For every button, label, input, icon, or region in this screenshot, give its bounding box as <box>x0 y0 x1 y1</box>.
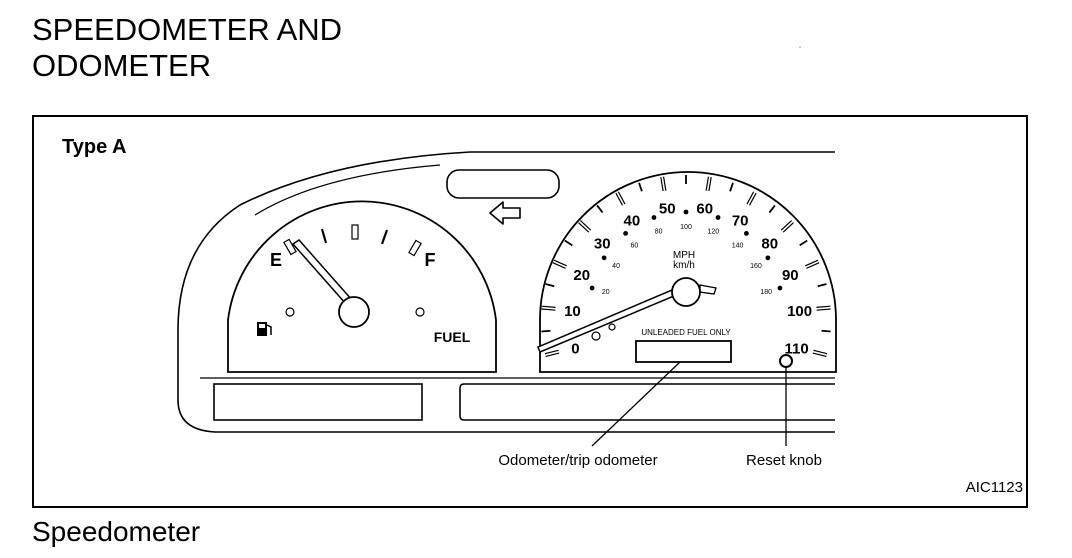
lower-right-panel <box>459 383 835 421</box>
kmh-tick-label: 40 <box>612 263 620 270</box>
speedometer-kmh-labels: 20 40 60 80 100 120 140 160 180 <box>589 209 783 296</box>
fuel-gauge-label: FUEL <box>434 329 471 345</box>
kmh-dot <box>601 255 607 261</box>
mph-tick-label: 80 <box>761 236 778 253</box>
mph-tick-label: 110 <box>785 341 809 358</box>
speedometer-face <box>539 171 837 373</box>
page-title-line2: ODOMETER <box>32 48 212 83</box>
speedometer-major-tick-fill <box>816 306 831 310</box>
speedometer-minor-tick <box>768 204 776 214</box>
kmh-tick-label: 180 <box>760 289 772 296</box>
mph-tick-label: 90 <box>782 267 799 284</box>
speedometer-minor-tick <box>541 329 551 333</box>
speedometer-major-tick-fill <box>545 350 560 356</box>
kmh-tick-label: 120 <box>708 229 720 236</box>
fuel-notice-label: UNLEADED FUEL ONLY <box>641 328 731 337</box>
odometer-leader-line <box>591 361 681 447</box>
speedometer-major-tick-fill <box>805 260 819 268</box>
speedometer-lamp-right <box>608 323 616 331</box>
page-title-line1: SPEEDOMETER AND <box>32 12 343 47</box>
reset-knob <box>779 354 793 368</box>
speedometer-minor-tick <box>545 283 555 288</box>
lower-left-panel <box>213 383 423 421</box>
mph-tick-label: 40 <box>623 213 640 230</box>
kmh-tick-label: 20 <box>602 289 610 296</box>
speedometer-needle-hub <box>671 277 701 307</box>
kmh-dot <box>744 230 749 236</box>
type-label: Type A <box>62 136 126 158</box>
fuel-needle-hub <box>338 296 370 328</box>
odometer-display <box>635 340 732 363</box>
mph-tick-label: 0 <box>571 341 579 358</box>
indicator-window <box>446 169 560 199</box>
left-arrow-icon <box>489 201 521 225</box>
kmh-tick-label: 100 <box>680 224 692 231</box>
mph-tick-label: 50 <box>659 201 676 218</box>
mph-tick-label: 20 <box>573 267 590 284</box>
speedometer-major-tick-fill <box>616 192 625 206</box>
kmh-dot <box>623 230 628 236</box>
speedometer-major-tick-fill <box>812 350 827 356</box>
kmh-dot <box>683 209 689 215</box>
speedometer-ticks <box>541 175 831 358</box>
speedometer-minor-tick <box>729 182 734 192</box>
kmh-tick-label: 140 <box>732 242 744 249</box>
speedometer-major-tick-fill <box>541 306 556 310</box>
mph-tick-label: 60 <box>696 201 713 218</box>
reset-knob-callout-label: Reset knob <box>746 452 822 469</box>
speedometer-major-tick-fill <box>747 192 756 206</box>
speedometer-major-tick-fill <box>553 260 567 268</box>
figure-code: AIC1123 <box>966 479 1023 496</box>
speedometer-major-tick-fill <box>781 221 794 232</box>
fuel-gauge-ticks <box>283 224 422 257</box>
speedometer-minor-tick <box>564 239 573 247</box>
speedometer-minor-tick <box>821 329 831 333</box>
mph-tick-label: 70 <box>732 213 749 230</box>
cluster-inner-edge <box>254 164 441 216</box>
speedometer-minor-tick <box>638 182 643 192</box>
unit-kmh-label: km/h <box>673 260 695 271</box>
mph-tick-label: 100 <box>787 303 812 320</box>
speedometer-minor-tick <box>596 204 604 214</box>
cluster-housing <box>177 151 835 433</box>
figure-frame <box>32 115 1028 508</box>
speedometer-major-tick-fill <box>661 176 666 191</box>
fuel-pump-icon <box>257 322 272 336</box>
kmh-tick-label: 60 <box>630 242 638 249</box>
kmh-tick-label: 80 <box>655 229 663 236</box>
page-title: SPEEDOMETER AND ODOMETER <box>32 12 342 84</box>
speedometer-minor-tick <box>817 283 827 288</box>
fuel-warning-lamp-left <box>285 307 295 317</box>
speedometer-major-tick-fill <box>706 176 711 191</box>
speedometer-major-tick-fill <box>578 221 591 232</box>
kmh-dot <box>777 285 783 291</box>
fuel-warning-lamp-right <box>415 307 425 317</box>
odometer-callout-label: Odometer/trip odometer <box>498 452 657 469</box>
fuel-empty-label: E <box>270 250 282 270</box>
kmh-dot <box>715 215 721 220</box>
scan-speck <box>799 46 801 48</box>
figure-caption: Speedometer <box>32 516 201 547</box>
kmh-dot <box>651 215 657 220</box>
kmh-dot <box>765 255 771 261</box>
fuel-gauge-face <box>227 200 497 373</box>
speedometer-lamp-left <box>591 331 601 341</box>
fuel-full-label: F <box>425 250 436 270</box>
mph-tick-label: 10 <box>564 303 581 320</box>
kmh-dot <box>589 285 595 291</box>
mph-tick-label: 30 <box>594 236 611 253</box>
speedometer-minor-tick <box>799 239 808 247</box>
unit-mph-label: MPH <box>673 250 695 261</box>
kmh-tick-label: 160 <box>750 263 762 270</box>
